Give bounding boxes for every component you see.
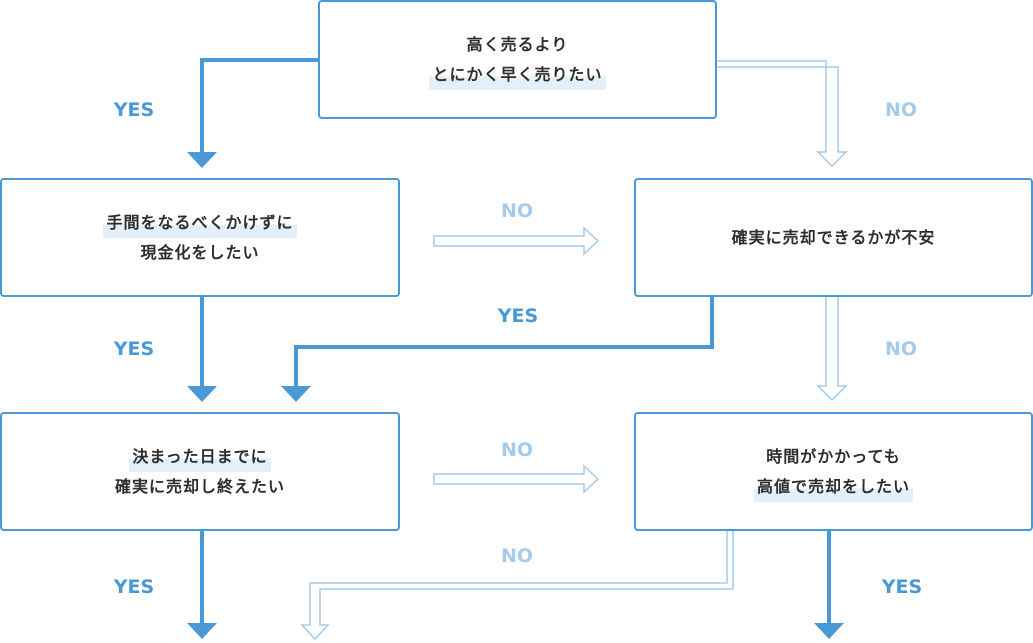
yes-arrow-n1-n2 [200, 58, 318, 152]
label-yes-n5: YES [881, 576, 923, 598]
no-arrow-n4-n5 [433, 464, 600, 494]
node-deadline-sale: 決まった日までに 確実に売却し終えたい [0, 412, 400, 531]
no-arrow-n3-n5 [816, 297, 848, 402]
node-easy-cash-line1: 手間をなるべくかけずに [103, 207, 297, 238]
node-deadline-sale-line2: 確実に売却し終えたい [114, 476, 285, 496]
node-quick-sale-line1: 高く売るより [466, 34, 569, 54]
node-high-price-sale-line2: 高値で売却をしたい [753, 471, 913, 502]
label-no-n1: NO [884, 99, 918, 121]
yes-arrowhead-n4b [281, 386, 311, 402]
node-quick-sale: 高く売るより とにかく早く売りたい [318, 0, 717, 119]
no-arrow-n5-exit [300, 531, 734, 641]
label-yes-n2: YES [113, 338, 155, 360]
label-yes-n3: YES [497, 305, 539, 327]
no-arrow-n2-n3 [433, 226, 600, 256]
yes-arrowhead-exit-right [814, 623, 844, 639]
node-high-price-sale-line1: 時間がかかっても [766, 446, 901, 466]
yes-arrow-n3-n4 [294, 297, 714, 386]
node-deadline-sale-line1: 決まった日までに [129, 441, 271, 472]
no-arrow-n1-n3 [717, 60, 848, 168]
label-no-n2: NO [500, 200, 534, 222]
node-uncertain-sale-line1: 確実に売却できるかが不安 [731, 227, 936, 247]
node-easy-cash: 手間をなるべくかけずに 現金化をしたい [0, 178, 400, 297]
label-no-n3: NO [884, 338, 918, 360]
label-yes-n4: YES [113, 576, 155, 598]
label-no-n5: NO [500, 545, 534, 567]
yes-arrowhead-n2 [187, 152, 217, 168]
node-high-price-sale: 時間がかかっても 高値で売却をしたい [634, 412, 1033, 531]
yes-arrowhead-exit-left [187, 623, 217, 639]
label-yes-n1: YES [113, 99, 155, 121]
node-uncertain-sale: 確実に売却できるかが不安 [634, 178, 1033, 297]
yes-arrowhead-n4a [187, 386, 217, 402]
node-easy-cash-line2: 現金化をしたい [140, 242, 260, 262]
node-quick-sale-line2: とにかく早く売りたい [429, 59, 606, 90]
label-no-n4: NO [500, 439, 534, 461]
